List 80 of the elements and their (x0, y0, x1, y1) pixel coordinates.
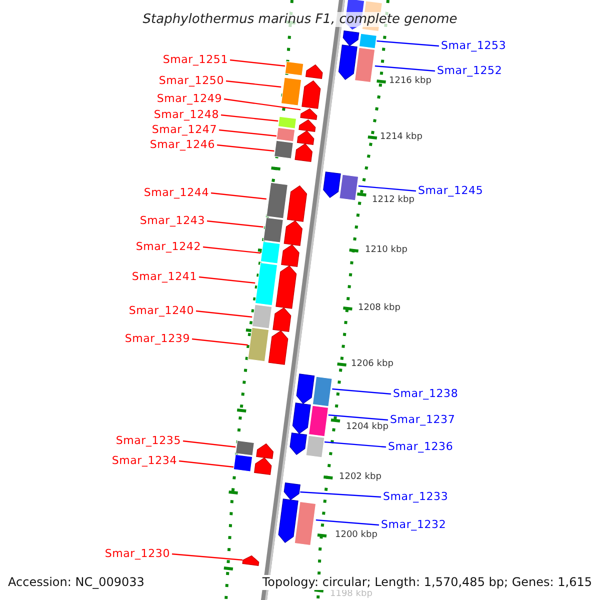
leader-line (300, 491, 382, 498)
gene-label: Smar_1234 (112, 454, 177, 468)
gene-label: Smar_1235 (116, 434, 181, 448)
gene-label: Smar_1239 (124, 332, 190, 346)
gene-label: Smar_1237 (390, 413, 456, 427)
gene-label: Smar_1246 (150, 138, 215, 152)
gene-feature (235, 440, 274, 459)
leader-line (332, 388, 392, 395)
scale-label: 1204 kbp (346, 422, 388, 433)
gene-feature (323, 172, 359, 201)
gene-feature (233, 454, 272, 475)
gene-label: Smar_1248 (154, 108, 219, 122)
gene-label: Smar_1253 (441, 39, 506, 53)
gene-feature (342, 30, 378, 49)
leader-line (230, 59, 286, 67)
gene-feature (278, 116, 316, 132)
gene-label: Smar_1232 (381, 518, 446, 532)
gene-label: Smar_1244 (144, 186, 209, 200)
leader-line (218, 129, 276, 137)
leader-line (198, 276, 256, 284)
accession-text: Accession: NC_009033 (6, 575, 146, 590)
gene-feature (280, 77, 321, 109)
gene-feature (266, 182, 308, 222)
gene-label: Smar_1247 (152, 123, 217, 137)
gene-feature (338, 44, 376, 83)
gene-feature (263, 217, 302, 246)
leader-line (376, 40, 440, 47)
gene-label: Smar_1249 (156, 92, 222, 106)
leader-line (220, 114, 278, 122)
leader-line (182, 440, 236, 448)
leader-line (178, 460, 234, 468)
gene-label: Smar_1252 (437, 64, 502, 78)
gene-feature (292, 402, 329, 437)
scale-label: 1202 kbp (339, 472, 382, 483)
gene-feature (260, 241, 300, 267)
scale-label: 1214 kbp (380, 132, 422, 143)
gene-label: Smar_1242 (136, 240, 201, 254)
gene-feature (284, 482, 300, 500)
diagram-title: Staphylothermus marinus F1, complete genome (140, 12, 460, 27)
gene-label: Smar_1233 (383, 490, 448, 504)
leader-line (324, 441, 386, 448)
leader-line (196, 310, 252, 318)
scale-label: 1200 kbp (335, 530, 378, 541)
scale-label: 1208 kbp (358, 303, 400, 314)
leader-line (316, 519, 380, 526)
gene-label: Smar_1236 (388, 440, 454, 454)
gene-feature (254, 262, 297, 309)
gene-feature (276, 127, 314, 145)
gene-label: Smar_1245 (418, 184, 484, 198)
leader-line (328, 414, 388, 421)
gene-label: Smar_1238 (393, 387, 458, 401)
gene-label: Smar_1230 (104, 547, 170, 561)
leader-line (206, 220, 264, 228)
scale-label: 1212 kbp (372, 195, 414, 206)
gene-feature (278, 498, 316, 546)
scale-label: 1206 kbp (351, 359, 394, 370)
scale-label: 1216 kbp (389, 76, 432, 87)
gene-feature (274, 140, 312, 162)
gene-feature (284, 61, 323, 79)
gene-feature (290, 432, 325, 458)
gene-label: Smar_1241 (132, 270, 197, 284)
gene-label: Smar_1243 (140, 214, 205, 228)
genome-summary-text: Topology: circular; Length: 1,570,485 bp; Genes: 1,615 (260, 575, 594, 590)
leader-line (358, 185, 416, 192)
leader-line (226, 80, 282, 88)
gene-label: Smar_1240 (128, 304, 194, 318)
leader-line (202, 246, 261, 254)
scale-label: 1210 kbp (365, 245, 408, 256)
gene-feature (242, 555, 260, 566)
gene-label: Smar_1251 (162, 53, 228, 67)
gene-feature (248, 327, 288, 365)
leader-line (192, 338, 248, 346)
leader-line (172, 553, 243, 561)
leader-line (374, 65, 436, 72)
gene-feature (296, 374, 332, 407)
gene-label: Smar_1250 (158, 74, 224, 88)
leader-line (210, 192, 266, 200)
leader-line (224, 98, 301, 110)
leader-line (216, 144, 274, 152)
gene-feature (252, 304, 292, 332)
